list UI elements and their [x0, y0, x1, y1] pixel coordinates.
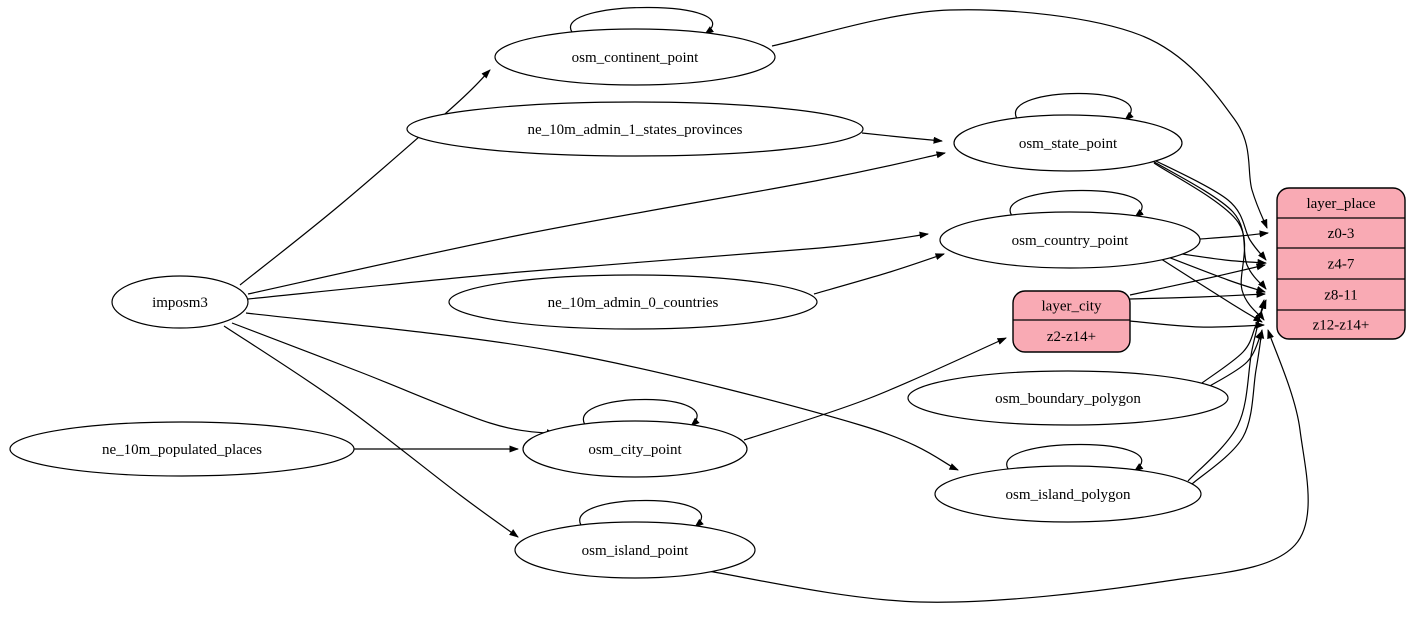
edge-layer_city-to-layer_place:z4-7 [1129, 263, 1266, 296]
edge-osm_island_point-to-layer_place:z12-z14+ [701, 329, 1309, 603]
node-osm_island_point: osm_island_point [514, 521, 756, 579]
record-box-layer_city [1012, 290, 1131, 353]
edge-imposm3-to-osm_state_point [247, 151, 946, 295]
node-osm_country_point: osm_country_point [939, 211, 1201, 269]
edge-osm_state_point-to-layer_place:z4-7 [1147, 156, 1267, 261]
self-loop-osm_state_point [1014, 92, 1134, 121]
node-shape-imposm3 [111, 275, 249, 329]
self-loop-osm_country_point [1009, 189, 1144, 218]
node-label-osm_island_point: osm_island_point [582, 543, 690, 559]
node-label-osm_island_polygon: osm_island_polygon [1005, 487, 1131, 503]
edge-imposm3-to-osm_continent_point [239, 69, 491, 286]
node-label-ne_10m_populated_places: ne_10m_populated_places [102, 442, 262, 458]
edge-osm_island_polygon-to-layer_place:z12-z14+ [1191, 329, 1265, 485]
edge-imposm3-to-osm_country_point [247, 231, 929, 300]
edge-ne_10m_admin_1_states_provinces-to-osm_state_point [861, 132, 943, 144]
node-label-ne_10m_admin_1_states_provinces: ne_10m_admin_1_states_provinces [528, 122, 743, 138]
node-osm_state_point: osm_state_point [953, 114, 1183, 172]
node-shape-osm_boundary_polygon [907, 370, 1229, 426]
node-osm_island_polygon: osm_island_polygon [934, 465, 1202, 523]
edge-layer_city-to-layer_place:z8-11 [1129, 290, 1266, 300]
node-shape-osm_city_point [522, 420, 748, 478]
self-loop-osm_island_point [579, 499, 704, 528]
node-label-osm_continent_point: osm_continent_point [572, 50, 699, 66]
node-shape-osm_island_polygon [934, 465, 1202, 523]
node-shape-osm_continent_point [494, 28, 776, 86]
record-layer_place: layer_place z0-3 z4-7 z8-11 z12-z14+ [1276, 187, 1406, 340]
node-imposm3: imposm3 [111, 275, 249, 329]
node-label-osm_city_point: osm_city_point [588, 442, 682, 458]
self-loop-osm_city_point [582, 398, 700, 427]
node-shape-osm_state_point [953, 114, 1183, 172]
node-label-osm_state_point: osm_state_point [1019, 136, 1118, 152]
edge-layer_city-to-layer_place:z12-z14+ [1129, 320, 1265, 329]
node-osm_boundary_polygon: osm_boundary_polygon [907, 370, 1229, 426]
node-shape-osm_island_point [514, 521, 756, 579]
record-row-layer_place-z8-11: z8-11 [1324, 288, 1358, 304]
node-label-imposm3: imposm3 [152, 295, 208, 311]
record-box-layer_place [1276, 187, 1406, 340]
node-shape-ne_10m_populated_places [9, 421, 355, 477]
edge-ne_10m_admin_0_countries-to-osm_country_point [813, 253, 945, 295]
node-shape-osm_country_point [939, 211, 1201, 269]
edge-imposm3-to-osm_island_point [223, 325, 519, 538]
record-row-layer_place-z0-3: z0-3 [1328, 226, 1355, 242]
edge-osm_country_point-to-layer_place:z12-z14+ [1157, 256, 1263, 323]
node-ne_10m_populated_places: ne_10m_populated_places [9, 421, 355, 477]
record-row-layer_place-z12-z14+: z12-z14+ [1313, 318, 1370, 334]
self-loop-osm_island_polygon [1006, 443, 1144, 472]
node-label-osm_country_point: osm_country_point [1012, 233, 1129, 249]
nodes-layer: imposm3 osm_continent_point ne_10m_admin_1… [9, 28, 1406, 579]
edge-osm_country_point-to-layer_place:z8-11 [1159, 253, 1266, 293]
record-row-layer_city-z2-z14+: z2-z14+ [1047, 329, 1096, 345]
edge-osm_continent_point-to-layer_place:z0-3 [771, 9, 1268, 229]
record-row-layer_place-z4-7: z4-7 [1328, 257, 1355, 273]
node-ne_10m_admin_1_states_provinces: ne_10m_admin_1_states_provinces [406, 101, 864, 157]
node-shape-ne_10m_admin_0_countries [448, 274, 818, 330]
record-layer_city: layer_city z2-z14+ [1012, 290, 1131, 353]
edge-osm_country_point-to-layer_place:z0-3 [1199, 230, 1269, 240]
edge-osm_island_polygon-to-layer_place:z8-11 [1187, 299, 1266, 482]
self-loop-osm_continent_point [569, 6, 714, 35]
node-label-osm_boundary_polygon: osm_boundary_polygon [995, 391, 1141, 407]
node-ne_10m_admin_0_countries: ne_10m_admin_0_countries [448, 274, 818, 330]
edges-layer [223, 6, 1309, 603]
edge-osm_state_point-to-layer_place:z12-z14+ [1153, 162, 1265, 321]
node-label-ne_10m_admin_0_countries: ne_10m_admin_0_countries [548, 295, 719, 311]
edge-imposm3-to-osm_city_point [231, 322, 556, 437]
node-osm_city_point: osm_city_point [522, 420, 748, 478]
node-osm_continent_point: osm_continent_point [494, 28, 776, 86]
edge-imposm3-to-osm_island_polygon [245, 312, 959, 471]
record-row-layer_place-title: layer_place [1306, 196, 1375, 212]
record-row-layer_city-title: layer_city [1042, 299, 1102, 315]
node-shape-ne_10m_admin_1_states_provinces [406, 101, 864, 157]
edge-osm_city_point-to-layer_city:z2-z14+ [743, 337, 1007, 441]
